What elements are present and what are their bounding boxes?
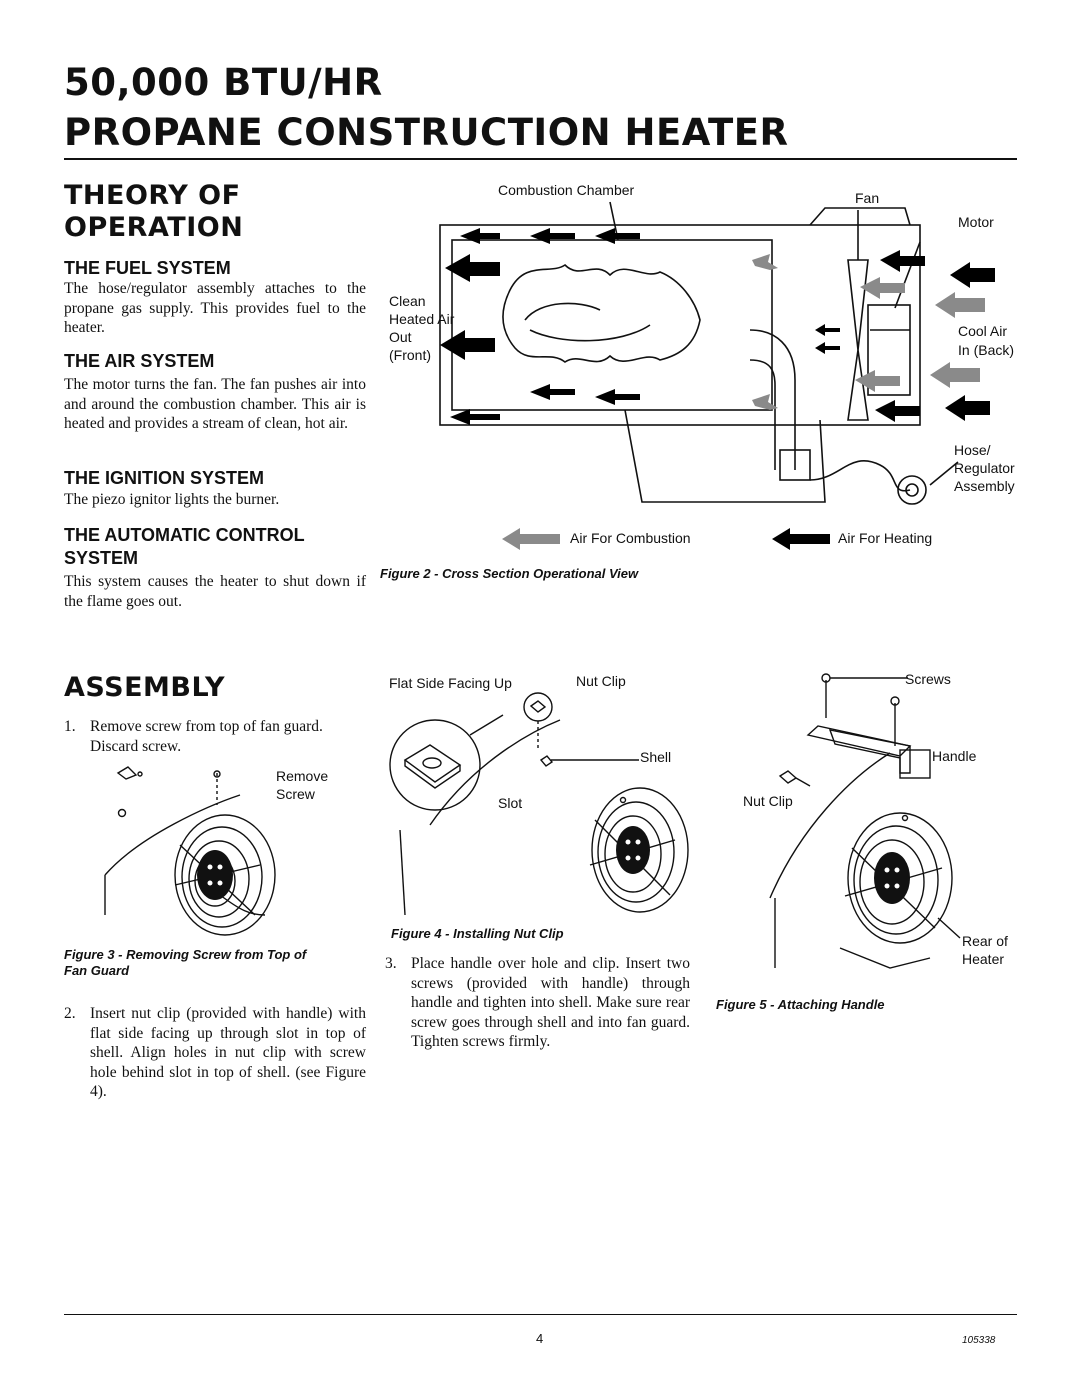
figure3-caption-line2: Fan Guard xyxy=(64,963,130,978)
rear-heater-label-1: Rear of xyxy=(962,933,1008,949)
document-title-line2: PROPANE CONSTRUCTION HEATER xyxy=(64,111,789,154)
ignition-system-text: The piezo ignitor lights the burner. xyxy=(64,491,280,508)
footer-rule xyxy=(64,1314,1017,1315)
figure3-fan-guard-diagram xyxy=(104,766,276,936)
remove-screw-label-2: Screw xyxy=(276,786,315,802)
document-title-line1: 50,000 BTU/HR xyxy=(64,61,383,104)
figure4-caption: Figure 4 - Installing Nut Clip xyxy=(391,926,564,941)
step-1: 1. Remove screw from top of fan guard. D… xyxy=(64,717,366,756)
step-1-number: 1. xyxy=(64,718,76,735)
combustion-chamber-label: Combustion Chamber xyxy=(498,182,635,198)
figure4-nut-clip-label: Nut Clip xyxy=(576,673,626,689)
step-3-number: 3. xyxy=(385,955,397,972)
figure5-caption: Figure 5 - Attaching Handle xyxy=(716,997,885,1012)
clean-air-label-4: (Front) xyxy=(389,347,431,363)
step-3-text: Place handle over hole and clip. Insert … xyxy=(411,955,690,1050)
control-system-heading-line2: SYSTEM xyxy=(64,548,139,568)
clean-air-label-1: Clean xyxy=(389,293,426,309)
motor-label: Motor xyxy=(958,214,994,230)
fuel-system-heading: THE FUEL SYSTEM xyxy=(64,258,231,278)
shell-label: Shell xyxy=(640,749,672,765)
clean-air-label-2: Heated Air xyxy=(389,311,455,327)
step-2-number: 2. xyxy=(64,1005,76,1022)
hose-label-2: Regulator xyxy=(954,460,1015,476)
assembly-heading: ASSEMBLY xyxy=(64,672,226,703)
step-1-text-line2: Discard screw. xyxy=(90,737,182,755)
step-2: 2. Insert nut clip (provided with handle… xyxy=(64,1004,366,1102)
hose-label-3: Assembly xyxy=(954,478,1015,494)
combustion-legend-arrow xyxy=(502,528,560,550)
fuel-system-text: The hose/regulator assembly attaches to … xyxy=(64,280,366,336)
control-system-heading-line1: THE AUTOMATIC CONTROL xyxy=(64,525,305,545)
flat-side-label: Flat Side Facing Up xyxy=(389,675,512,691)
figure2-cross-section-diagram xyxy=(439,201,995,505)
figure3-caption-line1: Figure 3 - Removing Screw from Top of xyxy=(64,947,307,962)
step-1-text-line1: Remove screw from top of fan guard. xyxy=(90,718,323,735)
air-system-text: The motor turns the fan. The fan pushes … xyxy=(64,376,366,432)
theory-heading-line2: OPERATION xyxy=(64,212,244,243)
ignition-system-heading: THE IGNITION SYSTEM xyxy=(64,468,265,488)
handle-label: Handle xyxy=(932,748,977,764)
step-3: 3. Place handle over hole and clip. Inse… xyxy=(385,954,690,1052)
figure2-caption: Figure 2 - Cross Section Operational Vie… xyxy=(380,566,639,581)
figure4-nut-clip-diagram xyxy=(389,692,689,916)
rear-heater-label-2: Heater xyxy=(962,951,1005,967)
heating-legend-arrow xyxy=(772,528,830,550)
slot-label: Slot xyxy=(498,795,523,811)
cool-air-label-2: In (Back) xyxy=(958,342,1015,358)
theory-heading-line1: THEORY OF xyxy=(64,180,241,211)
air-system-heading: THE AIR SYSTEM xyxy=(64,351,215,371)
step-2-text: Insert nut clip (provided with handle) w… xyxy=(90,1005,366,1100)
figure5-handle-diagram xyxy=(769,673,961,969)
clean-air-label-3: Out xyxy=(389,329,412,345)
figure5-nut-clip-label: Nut Clip xyxy=(743,793,793,809)
combustion-legend-label: Air For Combustion xyxy=(570,530,691,546)
remove-screw-label-1: Remove xyxy=(276,768,329,784)
hose-label-1: Hose/ xyxy=(954,442,991,458)
screws-label: Screws xyxy=(905,671,951,687)
cool-air-label-1: Cool Air xyxy=(958,323,1008,339)
control-system-text: This system causes the heater to shut do… xyxy=(64,573,366,610)
header-rule xyxy=(64,158,1017,160)
page-number: 4 xyxy=(536,1331,544,1346)
heating-legend-label: Air For Heating xyxy=(838,530,933,546)
fan-label: Fan xyxy=(855,190,880,206)
document-number: 105338 xyxy=(962,1335,996,1346)
